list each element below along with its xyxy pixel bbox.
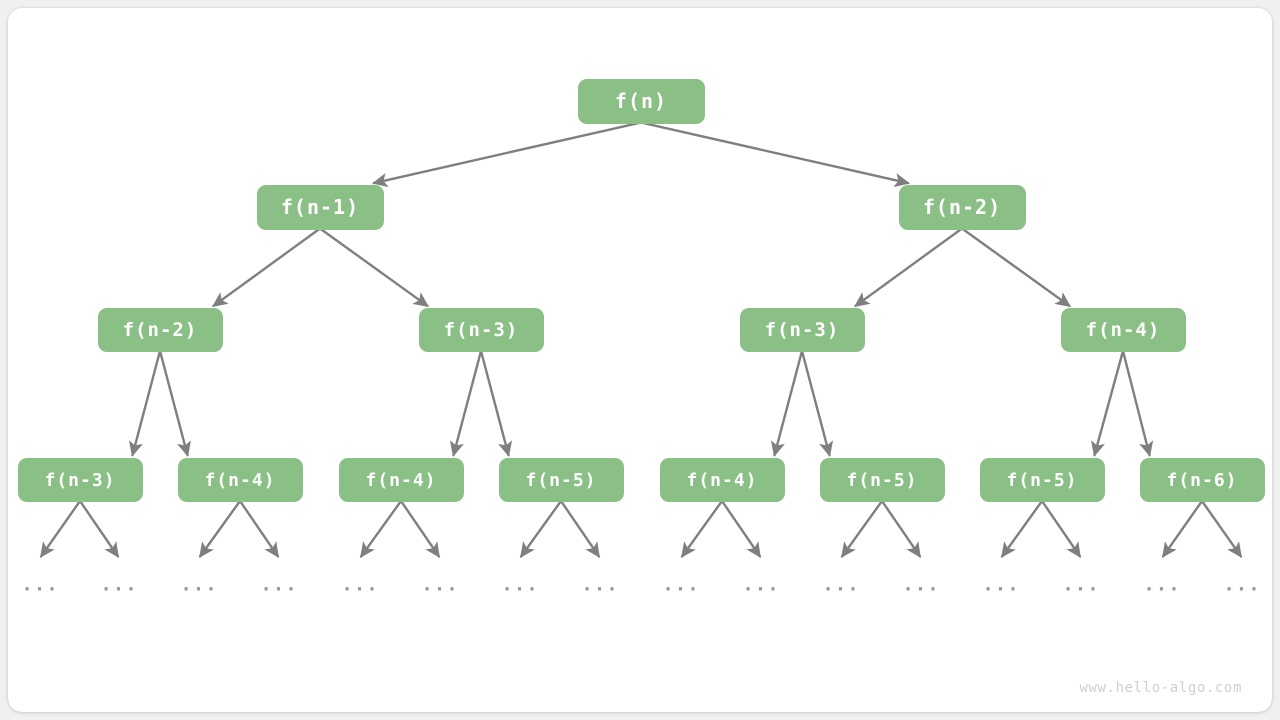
leaf-edge-n10-7	[559, 499, 601, 558]
tree-node-n11: f(n-4)	[659, 458, 785, 502]
edge-n5-n12	[800, 349, 834, 457]
leaf-edge-n11-8	[680, 499, 724, 558]
edge-n2-n6	[960, 227, 1071, 308]
tree-node-n1: f(n-1)	[256, 184, 384, 230]
ellipsis-marker: ...	[501, 573, 539, 596]
ellipsis-marker: ...	[260, 573, 298, 596]
ellipsis-marker: ...	[1143, 573, 1181, 596]
tree-node-n2: f(n-2)	[898, 184, 1026, 230]
edge-n6-n13	[1091, 349, 1125, 457]
tree-edges	[128, 121, 1154, 457]
leaf-edges	[39, 499, 1243, 558]
leaf-edge-n8-3	[238, 499, 280, 558]
edge-n5-n11	[770, 349, 804, 457]
ellipsis-marker: ...	[742, 573, 780, 596]
leaf-edge-n12-11	[880, 499, 922, 558]
tree-node-n5: f(n-3)	[739, 308, 865, 352]
tree-node-n8: f(n-4)	[177, 458, 303, 502]
ellipsis-marker: ...	[902, 573, 940, 596]
leaf-edge-n7-0	[39, 499, 82, 558]
leaf-edge-n14-15	[1200, 499, 1243, 558]
edge-n1-n4	[318, 227, 429, 308]
edge-n0-n2	[639, 121, 910, 188]
ellipsis-marker: ...	[1223, 573, 1261, 596]
leaf-edge-n12-10	[840, 499, 884, 558]
ellipsis-marker: ...	[982, 573, 1020, 596]
ellipsis-marker: ...	[341, 573, 379, 596]
tree-node-n3: f(n-2)	[97, 308, 223, 352]
leaf-edge-n8-2	[198, 499, 242, 558]
ellipsis-marker: ...	[180, 573, 218, 596]
tree-node-n14: f(n-6)	[1139, 458, 1265, 502]
edge-n6-n14	[1121, 349, 1154, 457]
diagram-stage: f(n) f(n-1) f(n-2) f(n-2) f(n-3) f(n-3) f(n-4)…	[8, 8, 1272, 712]
leaf-edge-n14-14	[1161, 499, 1204, 558]
ellipsis-marker: ...	[100, 573, 138, 596]
edge-n2-n5	[854, 227, 964, 308]
tree-node-n0: f(n)	[577, 78, 705, 124]
tree-node-n9: f(n-4)	[338, 458, 464, 502]
watermark: www.hello-algo.com	[1079, 680, 1242, 696]
tree-node-n4: f(n-3)	[418, 308, 544, 352]
leaf-edge-n11-9	[720, 499, 762, 558]
ellipsis-marker: ...	[1062, 573, 1100, 596]
edge-n3-n8	[158, 349, 192, 457]
edge-n4-n10	[479, 349, 513, 457]
leaf-edge-n13-12	[1000, 499, 1044, 558]
tree-node-n6: f(n-4)	[1060, 308, 1186, 352]
edge-n4-n9	[449, 349, 483, 457]
tree-node-n7: f(n-3)	[17, 458, 143, 502]
leaf-edge-n10-6	[519, 499, 563, 558]
tree-node-n13: f(n-5)	[979, 458, 1105, 502]
tree-node-n10: f(n-5)	[498, 458, 624, 502]
leaf-edge-n9-4	[359, 499, 403, 558]
tree-node-n12: f(n-5)	[819, 458, 945, 502]
edge-n3-n7	[128, 349, 162, 457]
leaf-edge-n7-1	[78, 499, 120, 558]
diagram-card: f(n) f(n-1) f(n-2) f(n-2) f(n-3) f(n-3) f(n-4)…	[8, 8, 1272, 712]
ellipsis-marker: ...	[581, 573, 619, 596]
ellipsis-marker: ...	[662, 573, 700, 596]
ellipsis-marker: ...	[421, 573, 459, 596]
leaf-edge-n9-5	[399, 499, 441, 558]
ellipsis-marker: ...	[21, 573, 59, 596]
edge-n1-n3	[212, 227, 322, 308]
edge-n0-n1	[372, 121, 643, 188]
leaf-edge-n13-13	[1040, 499, 1082, 558]
ellipsis-marker: ...	[822, 573, 860, 596]
